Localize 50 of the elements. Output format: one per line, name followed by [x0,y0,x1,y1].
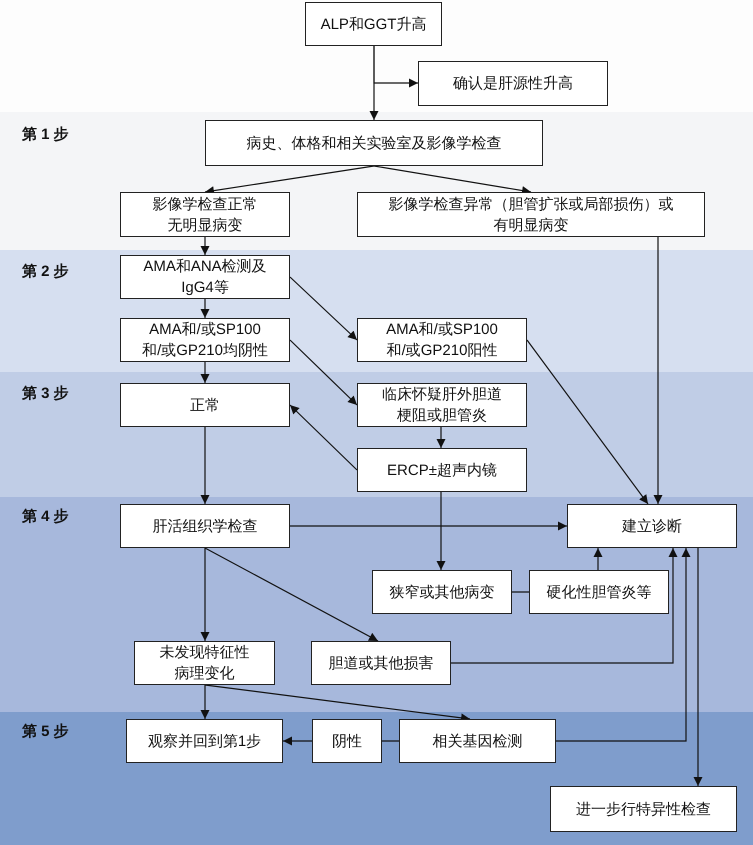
arrow [200,237,210,255]
step-label: 第 4 步 [22,507,69,526]
process-box: AMA和ANA检测及IgG4等 [120,255,290,299]
process-box: ERCP±超声内镜 [357,448,527,492]
connector-line [512,591,529,593]
step-label: 第 1 步 [22,125,69,144]
arrow [200,299,210,318]
arrow [451,548,678,664]
process-box: 观察并回到第1步 [126,719,283,763]
arrow [290,522,567,530]
process-box: 狭窄或其他病变 [372,570,512,614]
process-box: AMA和/或SP100和/或GP210阳性 [357,318,527,362]
arrow [200,362,210,383]
arrow [373,46,418,88]
arrow [654,237,662,504]
process-box: 影像学检查异常（胆管扩张或局部损伤）或有明显病变 [357,192,705,237]
step-label: 第 3 步 [22,384,69,403]
arrow [526,340,648,504]
arrow [200,548,210,641]
arrow [200,685,210,719]
step-label: 第 5 步 [22,722,69,741]
process-box: 病史、体格和相关实验室及影像学检查 [205,120,543,166]
arrow [374,165,532,195]
process-box: ALP和GGT升高 [305,2,442,46]
process-box: 进一步行特异性检查 [550,786,737,832]
arrow [556,548,690,742]
connector-line [382,740,399,742]
process-box: 影像学检查正常无明显病变 [120,192,290,237]
process-box: 未发现特征性病理变化 [134,641,275,685]
process-box: 肝活组织学检查 [120,504,290,548]
arrow [283,736,312,746]
step-label: 第 2 步 [22,262,69,281]
process-box: 确认是肝源性升高 [418,61,608,106]
arrow [436,427,446,448]
arrow [200,427,210,504]
arrow [290,404,358,470]
process-box: 硬化性胆管炎等 [529,570,669,614]
arrow [204,547,378,642]
arrow [436,492,446,570]
process-box: 正常 [120,383,290,427]
arrow [290,340,358,406]
arrow [290,276,358,340]
process-box: AMA和/或SP100和/或GP210均阴性 [120,318,290,362]
process-box: 临床怀疑肝外胆道梗阻或胆管炎 [357,383,527,427]
arrow [694,548,702,786]
process-box: 建立诊断 [567,504,737,548]
process-box: 胆道或其他损害 [311,641,451,685]
arrow [594,548,602,570]
process-box: 相关基因检测 [399,719,556,763]
process-box: 阴性 [312,719,382,763]
